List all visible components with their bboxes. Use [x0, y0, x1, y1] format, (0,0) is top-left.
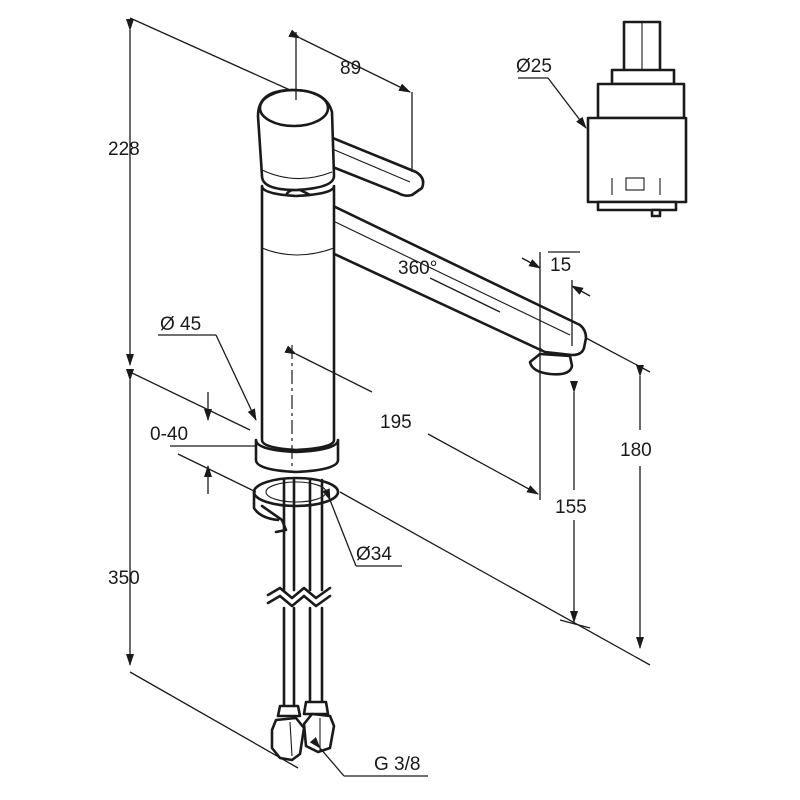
dim-rotation: 360° — [398, 258, 437, 279]
dim-thread: G 3/8 — [374, 754, 420, 775]
hose-nut-left — [276, 704, 302, 718]
dim-89: 89 — [340, 58, 361, 79]
dim-cartridge-diameter: Ø25 — [516, 56, 552, 77]
dim-hole-diameter: Ø34 — [356, 544, 392, 565]
dim-195: 195 — [380, 412, 412, 433]
body-column — [260, 184, 336, 452]
dim-350: 350 — [108, 568, 140, 589]
dimension-labels: 228 89 Ø25 360° 15 Ø 45 0-40 195 155 180… — [108, 56, 652, 775]
faucet — [252, 88, 588, 762]
dim-155: 155 — [555, 497, 587, 518]
dim-180: 180 — [620, 440, 652, 461]
dim-body-diameter: Ø 45 — [160, 314, 201, 335]
hose-nut-right — [302, 712, 336, 754]
aerator — [528, 352, 574, 376]
dim-15: 15 — [550, 255, 571, 276]
dim-228: 228 — [108, 139, 140, 160]
base-ring — [254, 438, 340, 474]
dim-0-40: 0-40 — [150, 424, 188, 445]
cartridge — [586, 20, 688, 218]
dimension-lines — [126, 17, 651, 777]
